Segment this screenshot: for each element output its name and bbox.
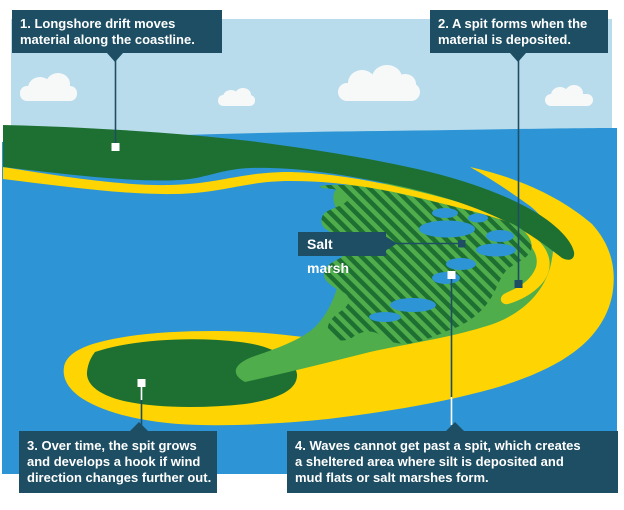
callout-sheltered-area: 4. Waves cannot get past a spit, which c… — [287, 431, 618, 493]
callout-salt-marsh: Salt marsh — [298, 232, 386, 276]
salt-marsh-area — [320, 184, 532, 344]
marsh-pool — [468, 213, 488, 223]
marsh-pool — [432, 208, 458, 218]
cloud-right — [545, 85, 593, 106]
cloud-small-left — [218, 88, 255, 106]
callout-text-line: mud flats or salt marshes form. — [295, 470, 489, 485]
callout-pointer-4 — [446, 422, 464, 431]
marsh-pool — [446, 258, 476, 270]
hook-core — [86, 339, 298, 408]
marsh-pool — [432, 272, 460, 284]
callout-longshore-drift: 1. Longshore drift moves material along … — [12, 10, 222, 53]
callout-text-line: material along the coastline. — [20, 31, 195, 47]
callout-text-line: 1. Longshore drift moves — [20, 15, 176, 31]
marker-square-2 — [514, 280, 523, 288]
marsh-pool — [476, 243, 516, 257]
mainland — [3, 125, 575, 260]
callout-text-line: material is deposited. — [438, 31, 571, 47]
callout-text-line: 4. Waves cannot get past a spit, which c… — [295, 438, 581, 453]
callout-pointer-3 — [130, 422, 148, 431]
salt-marsh-label: Salt marsh — [307, 236, 350, 276]
marsh-pool — [419, 220, 475, 238]
callout-hook: 3. Over time, the spit grows and develop… — [19, 431, 217, 493]
callout-pointer-salt-marsh — [385, 236, 397, 251]
marker-square-salt-marsh — [458, 240, 466, 248]
callout-text-line: 2. A spit forms when the — [438, 15, 588, 31]
callout-spit-forms: 2. A spit forms when the material is dep… — [430, 10, 608, 53]
marsh-pool — [486, 230, 514, 242]
marsh-pool — [369, 312, 401, 322]
callout-text-line: direction changes further out. — [27, 470, 212, 485]
marker-square-1 — [111, 143, 120, 151]
marsh-pool — [390, 298, 436, 312]
callout-text-line: 3. Over time, the spit grows — [27, 438, 197, 453]
callout-text-line: and develops a hook if wind — [27, 454, 201, 469]
callout-text-line: a sheltered area where silt is deposited… — [295, 454, 564, 469]
marker-square-4 — [447, 271, 456, 279]
cloud-left — [20, 73, 77, 101]
cloud-center — [338, 65, 420, 101]
coast-beach-strip — [3, 167, 550, 305]
marker-square-3 — [137, 379, 146, 387]
